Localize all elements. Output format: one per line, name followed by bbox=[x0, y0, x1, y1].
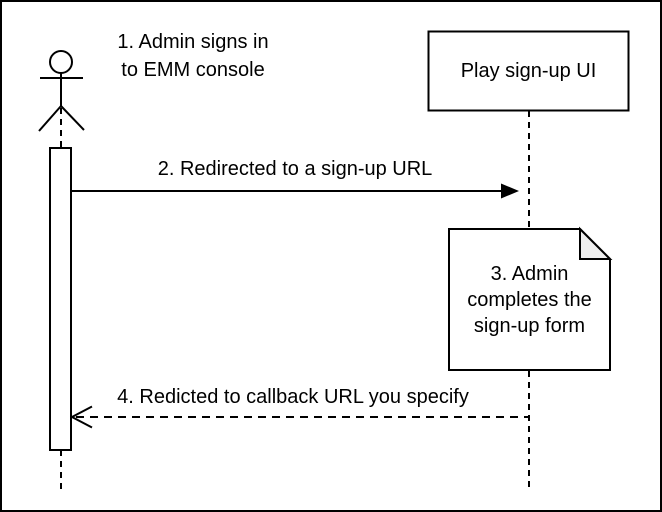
actor-label-line2: to EMM console bbox=[121, 59, 265, 81]
participant-label-text: Play sign-up UI bbox=[460, 60, 597, 82]
actor-label-line1: 1. Admin signs in bbox=[117, 31, 269, 53]
actor-figure bbox=[38, 50, 85, 132]
note-label-line1: 3. Admin bbox=[490, 262, 569, 285]
note-label: 3. Admin completes the sign-up form bbox=[449, 229, 610, 370]
actor-leg-left bbox=[38, 105, 62, 132]
actor-label: 1. Admin signs in to EMM console bbox=[93, 28, 293, 84]
message-4-arrow bbox=[69, 405, 528, 429]
message-4-open-arrowhead-icon bbox=[69, 405, 93, 429]
message-2-arrow bbox=[71, 183, 519, 199]
participant-box bbox=[427, 30, 630, 112]
message-2-arrowhead-icon bbox=[501, 183, 519, 199]
note-label-line2: completes the bbox=[467, 288, 592, 311]
message-4-label: 4. Redicted to callback URL you specify bbox=[117, 386, 469, 408]
actor-head bbox=[49, 50, 73, 74]
actor-leg-right bbox=[60, 105, 85, 131]
note-label-line3: sign-up form bbox=[473, 314, 586, 337]
message-2-label: 2. Redirected to a sign-up URL bbox=[157, 158, 433, 180]
note-shape bbox=[448, 226, 613, 371]
activation-bar bbox=[49, 147, 72, 451]
note-body bbox=[448, 228, 611, 371]
participant-label: Play sign-up UI bbox=[428, 31, 629, 111]
note-fold-corner bbox=[579, 226, 613, 260]
